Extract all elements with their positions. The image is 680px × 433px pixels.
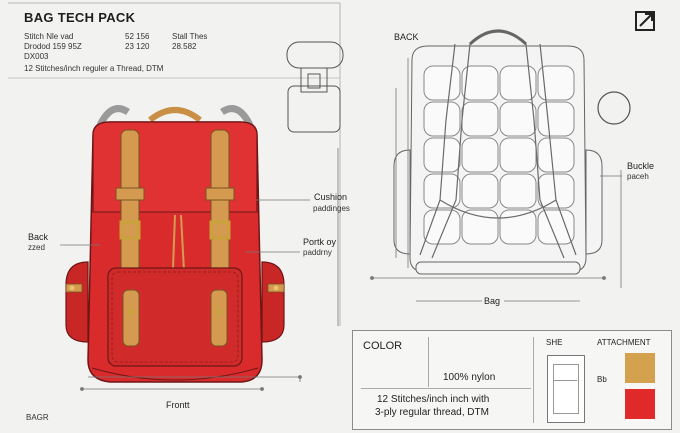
spec-left-1: Stitch Nle vad	[24, 32, 74, 41]
she-label: SHE	[546, 338, 563, 347]
cushion-pad	[537, 173, 575, 209]
panel-divider-h	[361, 388, 531, 389]
spec-mid-2: 23 120	[125, 42, 150, 51]
bb-label: Bb	[597, 375, 607, 384]
tan-color-swatch	[625, 353, 655, 383]
panel-divider-v	[428, 337, 429, 387]
page-title: BAG TECH PACK	[24, 10, 136, 25]
cushion-pad	[537, 137, 575, 173]
cushion-pad	[423, 209, 461, 245]
cushion-pad	[423, 65, 461, 101]
cushion-pad	[499, 173, 537, 209]
back-zzed-label-1: Back	[28, 232, 49, 242]
attachment-label: ATTACHMENT	[597, 338, 651, 347]
bagr-label: BAGR	[26, 413, 49, 422]
panel-divider-v2	[533, 337, 534, 423]
spec-mid-1: 52 156	[125, 32, 150, 41]
material-text: 100% nylon	[443, 372, 496, 383]
front-view-label: Frontt	[166, 400, 190, 410]
spec-right-1: Stall Thes	[172, 32, 208, 41]
bag-dimension-label: Bag	[484, 296, 501, 306]
stitch-line-2: 3-ply regular thread, DTM	[375, 407, 489, 418]
cushion-pad	[537, 65, 575, 101]
back-view-label: BACK	[394, 32, 419, 42]
cushion-pad	[461, 137, 499, 173]
expand-icon[interactable]	[635, 11, 655, 31]
cushion-pad	[461, 65, 499, 101]
back-zzed-label-2: zzed	[28, 243, 45, 252]
spec-left-2: Drodod 159 95Z	[24, 42, 82, 51]
cushion-pad	[461, 101, 499, 137]
cushion-padding-grid	[423, 65, 575, 245]
spec-left-3: DX003	[24, 52, 49, 61]
cushion-pad	[499, 209, 537, 245]
front-view-bag	[65, 105, 285, 383]
color-heading: COLOR	[363, 340, 403, 352]
cushion-pad	[499, 101, 537, 137]
cushion-pad	[461, 209, 499, 245]
color-material-panel: COLOR 100% nylon 12 Stitches/inch inch w…	[352, 330, 672, 430]
thread-note: 12 Stitches/inch reguler a Thread, DTM	[24, 64, 164, 73]
spec-right-2: 28.582	[172, 42, 197, 51]
portk-label-1: Portk oy	[303, 237, 337, 247]
she-diagram	[547, 355, 585, 423]
cushion-pad	[423, 101, 461, 137]
red-color-swatch	[625, 389, 655, 419]
cushion-pad	[499, 65, 537, 101]
cushion-pad	[499, 137, 537, 173]
cushion-label-2: paddinges	[313, 204, 350, 213]
stitch-line-1: 12 Stitches/inch inch with	[377, 394, 490, 405]
cushion-label-1: Cushion	[314, 192, 348, 202]
buckle-label-2: paceh	[627, 172, 649, 181]
portk-label-2: paddrny	[303, 248, 332, 257]
cushion-pad	[461, 173, 499, 209]
buckle-label-1: Buckle	[627, 161, 655, 171]
cushion-pad	[537, 209, 575, 245]
back-straps	[419, 43, 577, 259]
cushion-pad	[537, 101, 575, 137]
ring-detail	[597, 91, 631, 125]
buckle-detail-drawing	[286, 41, 344, 133]
